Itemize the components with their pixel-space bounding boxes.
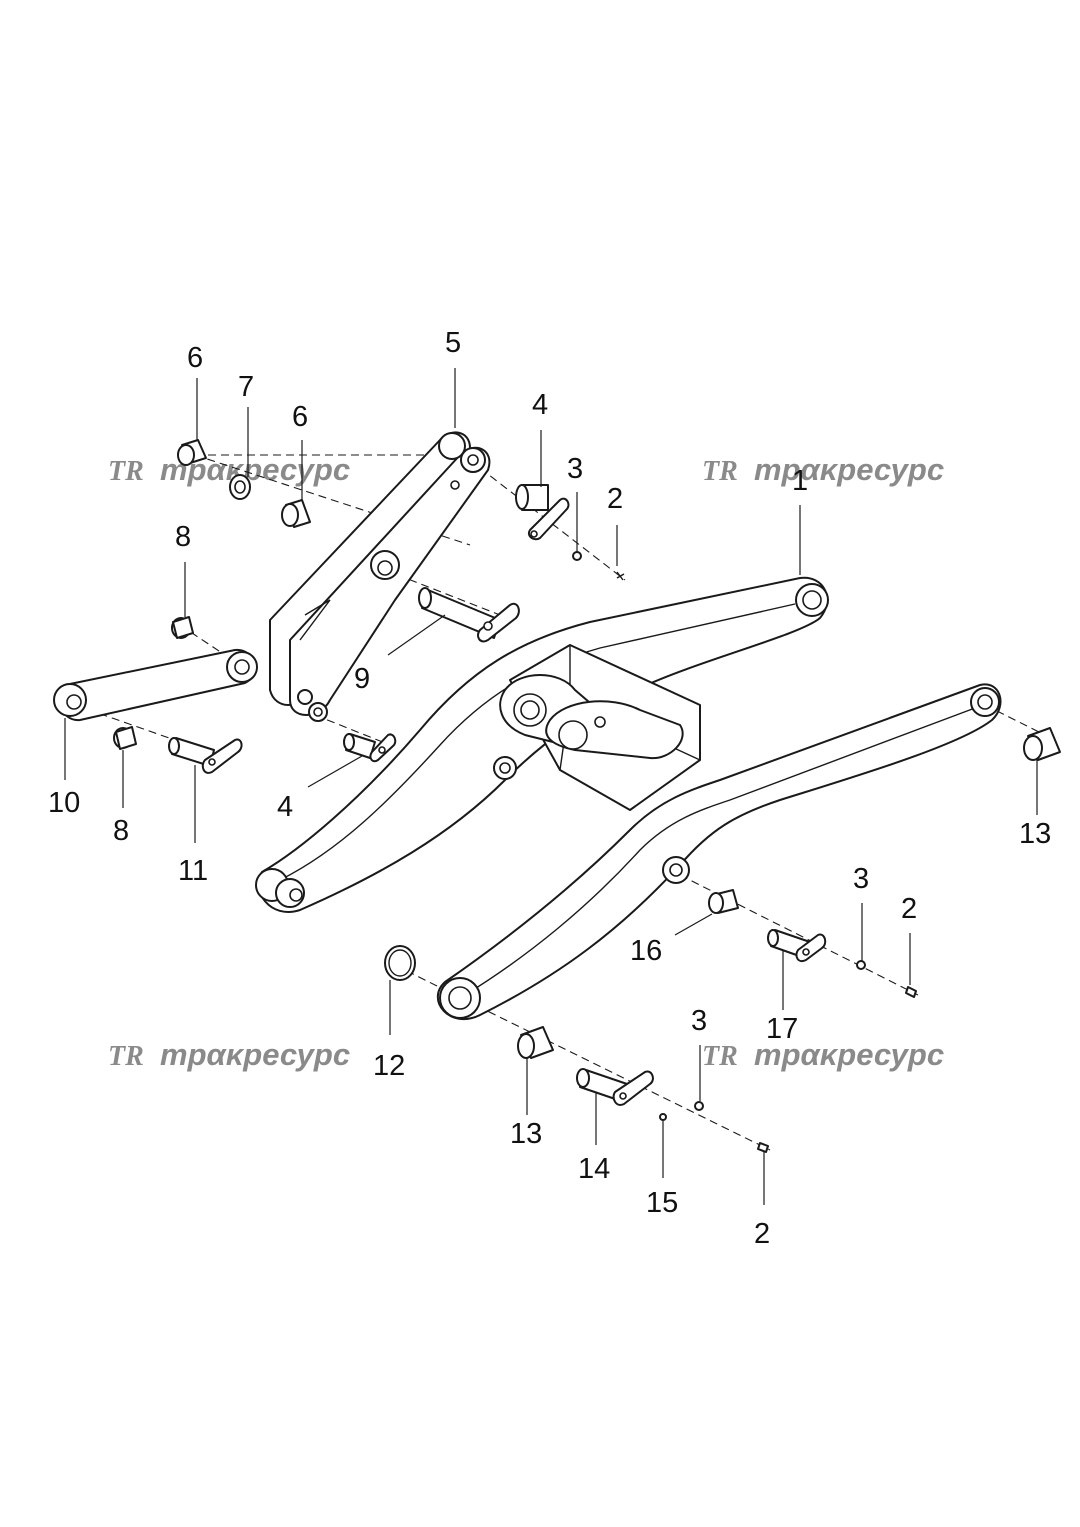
- callout-9: 9: [354, 663, 370, 695]
- small-parts: [113, 439, 1061, 1153]
- callout-16: 16: [630, 935, 662, 967]
- watermark-text: трακресурс: [160, 1037, 350, 1072]
- leader-lines: [64, 368, 1038, 1205]
- callout-6: 6: [292, 401, 308, 433]
- callout-2: 2: [754, 1218, 770, 1250]
- callout-6: 6: [187, 342, 203, 374]
- callout-13: 13: [510, 1118, 542, 1150]
- callout-3: 3: [567, 453, 583, 485]
- callout-1: 1: [792, 465, 808, 497]
- callout-14: 14: [578, 1153, 610, 1185]
- watermark-logo: TR: [108, 456, 144, 487]
- watermark-top-right: TR трακресурс: [702, 452, 944, 487]
- callout-15: 15: [646, 1187, 678, 1219]
- watermark-logo: TR: [702, 1041, 738, 1072]
- watermark-bottom-right: TR трακресурс: [702, 1037, 944, 1072]
- callout-4: 4: [277, 791, 293, 823]
- bellcrank-link: [269, 431, 491, 722]
- callout-12: 12: [373, 1050, 405, 1082]
- main-boom-frame: [255, 576, 1002, 1021]
- callout-7: 7: [238, 371, 254, 403]
- watermark-bottom-left: TR трακресурс: [108, 1037, 350, 1072]
- watermark-top-left: TR трακресурс: [108, 452, 350, 487]
- callout-8: 8: [175, 521, 191, 553]
- callout-11: 11: [178, 855, 208, 887]
- callout-2: 2: [901, 893, 917, 925]
- watermark-logo: TR: [702, 456, 738, 487]
- callout-3: 3: [691, 1005, 707, 1037]
- watermark-text: трακресурс: [754, 452, 944, 487]
- callout-17: 17: [766, 1013, 798, 1045]
- callout-labels: 1 2 3 4 5 6 7 6 8 9 10 8 11 4 13 3 2 16 …: [48, 327, 1051, 1250]
- callout-5: 5: [445, 327, 461, 359]
- callout-13: 13: [1019, 818, 1051, 850]
- link-rod: [53, 648, 258, 722]
- callout-2: 2: [607, 483, 623, 515]
- callout-8: 8: [113, 815, 129, 847]
- callout-10: 10: [48, 787, 80, 819]
- watermark-text: трακресурс: [754, 1037, 944, 1072]
- callout-3: 3: [853, 863, 869, 895]
- watermark-logo: TR: [108, 1041, 144, 1072]
- callout-4: 4: [532, 389, 548, 421]
